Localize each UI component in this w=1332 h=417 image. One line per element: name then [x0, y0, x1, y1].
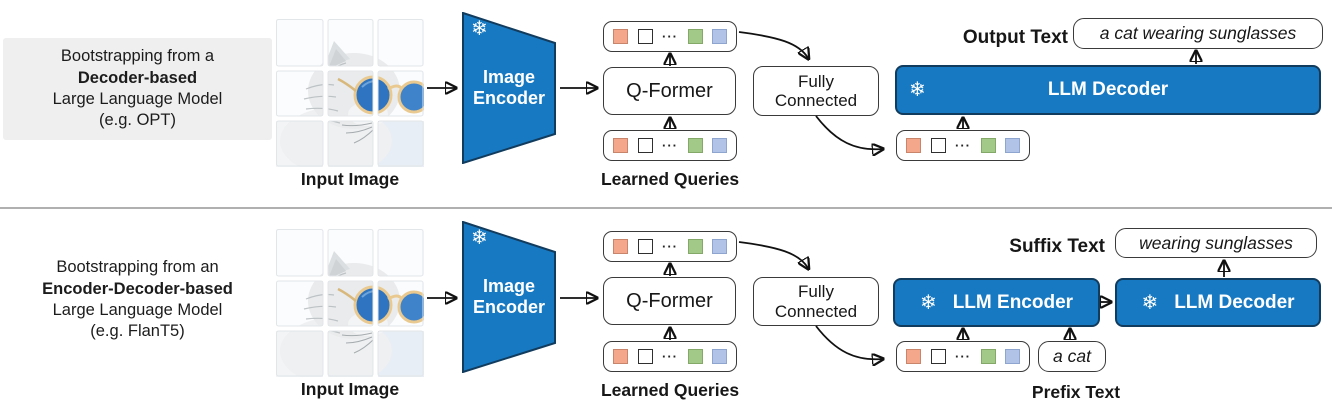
- token-square-white: [637, 349, 653, 364]
- token-square-blue: [712, 138, 727, 153]
- row2-caption-line1: Bootstrapping from an: [56, 258, 219, 277]
- image-encoder-label-line2: Encoder: [472, 297, 546, 317]
- token-ellipsis: ···: [955, 138, 971, 153]
- image-encoder-label: Image Encoder: [462, 12, 556, 164]
- token-ellipsis: ···: [662, 29, 678, 44]
- image-encoder-label-line2: Encoder: [472, 88, 546, 108]
- row1-caption-line1: Bootstrapping from a: [60, 47, 215, 66]
- fully-connected-label-line1: Fully: [798, 71, 834, 91]
- suffix-text-value: wearing sunglasses: [1139, 232, 1293, 253]
- row1-query-tokens-out: ···: [603, 21, 737, 52]
- image-encoder-label-line1: Image: [482, 66, 536, 87]
- row1-caption: Bootstrapping from a Decoder-based Large…: [3, 38, 272, 140]
- token-square-white: [930, 349, 946, 364]
- fully-connected-label-line2: Connected: [774, 91, 858, 110]
- row1-learned-queries-tokens: ···: [603, 130, 737, 161]
- token-square-white: [637, 29, 653, 44]
- row1-caption-line2: Decoder-based: [77, 68, 198, 87]
- token-square-blue: [712, 29, 727, 44]
- arrow-tokens-to-fc: [738, 31, 808, 58]
- arrow-fc-to-llm-tokens: [815, 325, 882, 359]
- token-square-green: [687, 29, 703, 44]
- row2-fully-connected-box: Fully Connected: [753, 277, 879, 326]
- row1-input-image-label: Input Image: [300, 169, 400, 189]
- row1-llm-decoder-box: ❄ LLM Decoder: [895, 65, 1321, 115]
- row1-learned-queries-label: Learned Queries: [600, 169, 740, 189]
- arrow-tokens-to-fc: [738, 241, 808, 268]
- image-encoder-label: Image Encoder: [462, 221, 556, 373]
- row1-fully-connected-box: Fully Connected: [753, 66, 879, 116]
- cat-image: [276, 19, 431, 175]
- image-encoder-shape: [462, 220, 556, 374]
- token-ellipsis: ···: [662, 349, 678, 364]
- token-ellipsis: ···: [662, 138, 678, 153]
- token-square-blue: [712, 349, 727, 364]
- snowflake-icon: ❄: [471, 227, 488, 249]
- snowflake-icon: ❄: [1141, 291, 1159, 314]
- image-encoder-shape: [462, 11, 556, 165]
- token-square-green: [687, 349, 703, 364]
- row2-caption: Bootstrapping from an Encoder-Decoder-ba…: [3, 252, 272, 348]
- row2-suffix-text-label: Suffix Text: [1009, 236, 1105, 257]
- token-ellipsis: ···: [662, 239, 678, 254]
- token-ellipsis: ···: [955, 349, 971, 364]
- token-square-salmon: [906, 349, 921, 364]
- fully-connected-label-line1: Fully: [798, 282, 834, 302]
- token-square-white: [637, 239, 653, 254]
- token-square-green: [687, 239, 703, 254]
- qformer-label: Q-Former: [626, 79, 713, 102]
- row2-prefix-text-pill: a cat: [1038, 341, 1106, 372]
- token-square-salmon: [613, 138, 628, 153]
- token-square-blue: [1005, 138, 1020, 153]
- row1-caption-line3: Large Language Model: [52, 90, 223, 108]
- token-square-salmon: [613, 29, 628, 44]
- token-square-green: [980, 349, 996, 364]
- output-text-value: a cat wearing sunglasses: [1099, 23, 1297, 43]
- token-square-blue: [712, 239, 727, 254]
- row2-query-tokens-out: ···: [603, 231, 737, 262]
- token-square-blue: [1005, 349, 1020, 364]
- row2-input-image: [276, 229, 431, 385]
- qformer-label: Q-Former: [626, 289, 713, 312]
- token-square-salmon: [613, 239, 628, 254]
- token-square-white: [930, 138, 946, 153]
- llm-decoder-label: LLM Decoder: [1047, 79, 1169, 100]
- row2-llm-decoder-box: ❄ LLM Decoder: [1115, 278, 1321, 327]
- token-square-salmon: [906, 138, 921, 153]
- token-square-green: [687, 138, 703, 153]
- row2-learned-queries-label: Learned Queries: [600, 380, 740, 400]
- cat-image: [276, 229, 431, 385]
- row1-qformer-box: Q-Former: [603, 67, 736, 115]
- row2-image-encoder: ❄ Image Encoder: [462, 220, 556, 374]
- row2-caption-line4: (e.g. FlanT5): [90, 322, 185, 341]
- row2-learned-queries-tokens: ···: [603, 341, 737, 372]
- token-square-white: [637, 138, 653, 153]
- token-square-green: [980, 138, 996, 153]
- row1-input-image: [276, 19, 431, 175]
- fully-connected-label-line2: Connected: [774, 301, 858, 321]
- row2-suffix-text-pill: wearing sunglasses: [1115, 228, 1317, 258]
- row1-llm-input-tokens: ···: [896, 130, 1030, 161]
- row1-image-encoder: ❄ Image Encoder: [462, 11, 556, 165]
- row1-output-text-label: Output Text: [962, 27, 1068, 48]
- arrow-fc-to-llm-tokens: [815, 115, 882, 149]
- row2-input-image-label: Input Image: [300, 379, 400, 399]
- row2-caption-line3: Large Language Model: [52, 301, 223, 319]
- row-divider: [0, 207, 1332, 209]
- row2-caption-line2: Encoder-Decoder-based: [42, 279, 233, 298]
- row2-qformer-box: Q-Former: [603, 277, 736, 325]
- row2-prefix-text-label: Prefix Text: [1031, 382, 1121, 402]
- row1-caption-line4: (e.g. OPT): [98, 111, 176, 130]
- image-encoder-label-line1: Image: [482, 275, 536, 296]
- token-square-salmon: [613, 349, 628, 364]
- llm-decoder-label: LLM Decoder: [1174, 291, 1295, 313]
- prefix-text-value: a cat: [1053, 346, 1091, 366]
- llm-encoder-label: LLM Encoder: [952, 291, 1074, 313]
- snowflake-icon: ❄: [471, 18, 488, 40]
- row1-output-text-pill: a cat wearing sunglasses: [1073, 18, 1323, 49]
- row2-llm-encoder-box: ❄ LLM Encoder: [893, 278, 1100, 327]
- row2-llm-input-tokens: ···: [896, 341, 1030, 372]
- snowflake-icon: ❄: [909, 79, 926, 101]
- snowflake-icon: ❄: [919, 291, 937, 314]
